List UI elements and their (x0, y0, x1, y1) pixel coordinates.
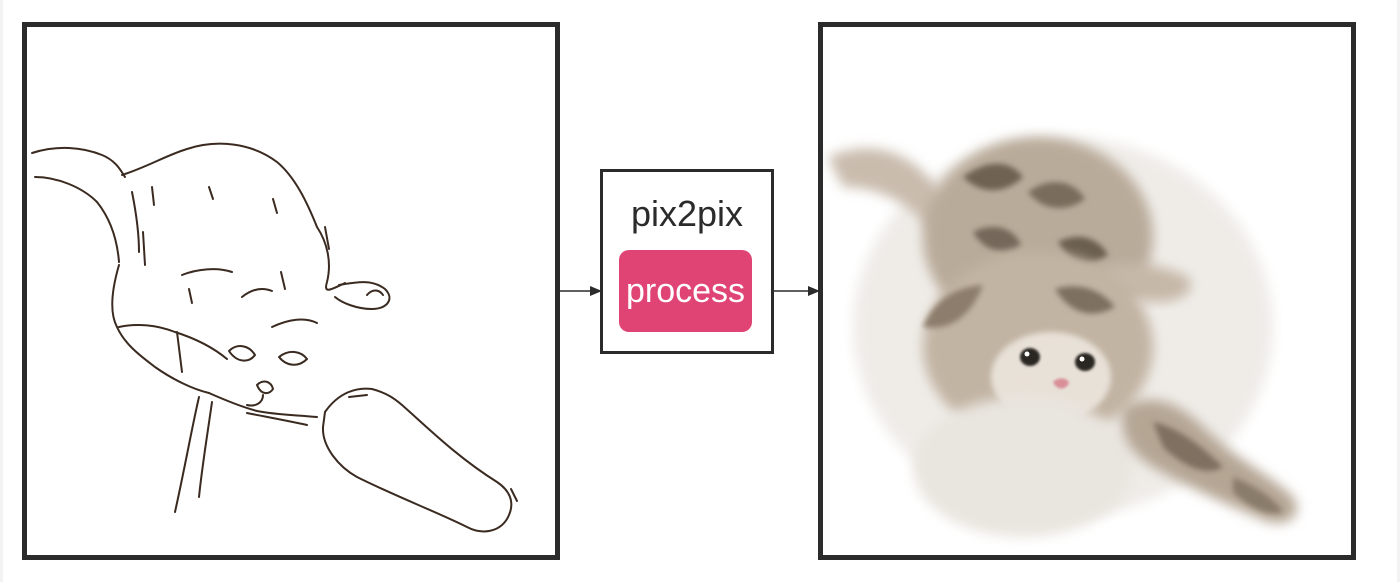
sketch-stroke (198, 401, 213, 498)
sketch-stroke (188, 288, 193, 304)
cat-sketch-drawing (31, 142, 518, 533)
sketch-stroke (142, 231, 146, 266)
sketch-stroke (174, 396, 200, 513)
sketch-stroke (246, 412, 308, 426)
sketch-stroke (31, 146, 126, 178)
sketch-stroke (316, 226, 346, 291)
sketch-stroke (151, 186, 155, 206)
sketch-stroke (256, 380, 274, 395)
sketch-stroke (348, 394, 368, 398)
sketch-stroke (121, 142, 318, 228)
input-drawing-canvas[interactable] (22, 22, 560, 560)
pix2pix-model-box: pix2pix process (600, 169, 774, 354)
sketch-stroke (324, 226, 330, 250)
sketch-stroke (241, 288, 273, 298)
sketch-stroke (208, 186, 214, 200)
sketch-stroke (271, 318, 318, 328)
sketch-stroke (111, 264, 210, 394)
sketch-stroke (208, 392, 318, 418)
sketch-stroke (176, 331, 183, 373)
arrow-right-icon (774, 284, 820, 298)
sketch-stroke (118, 323, 228, 360)
output-image-panel (818, 22, 1356, 560)
generated-kitten-image (823, 27, 1351, 555)
sketch-stroke (181, 268, 233, 276)
sketch-stroke (278, 351, 308, 366)
sketch-stroke (280, 271, 286, 290)
sketch-stroke (334, 281, 391, 310)
sketch-stroke (510, 488, 518, 502)
sketch-stroke (272, 198, 278, 214)
sketch-stroke (366, 289, 384, 296)
sketch-stroke (246, 394, 264, 407)
sketch-stroke (228, 345, 256, 362)
sketch-stroke (131, 191, 140, 253)
process-button[interactable]: process (619, 250, 752, 332)
arrow-right-icon (560, 284, 602, 298)
sketch-stroke (321, 387, 513, 533)
model-title: pix2pix (630, 193, 744, 234)
sketch-stroke (34, 176, 120, 263)
